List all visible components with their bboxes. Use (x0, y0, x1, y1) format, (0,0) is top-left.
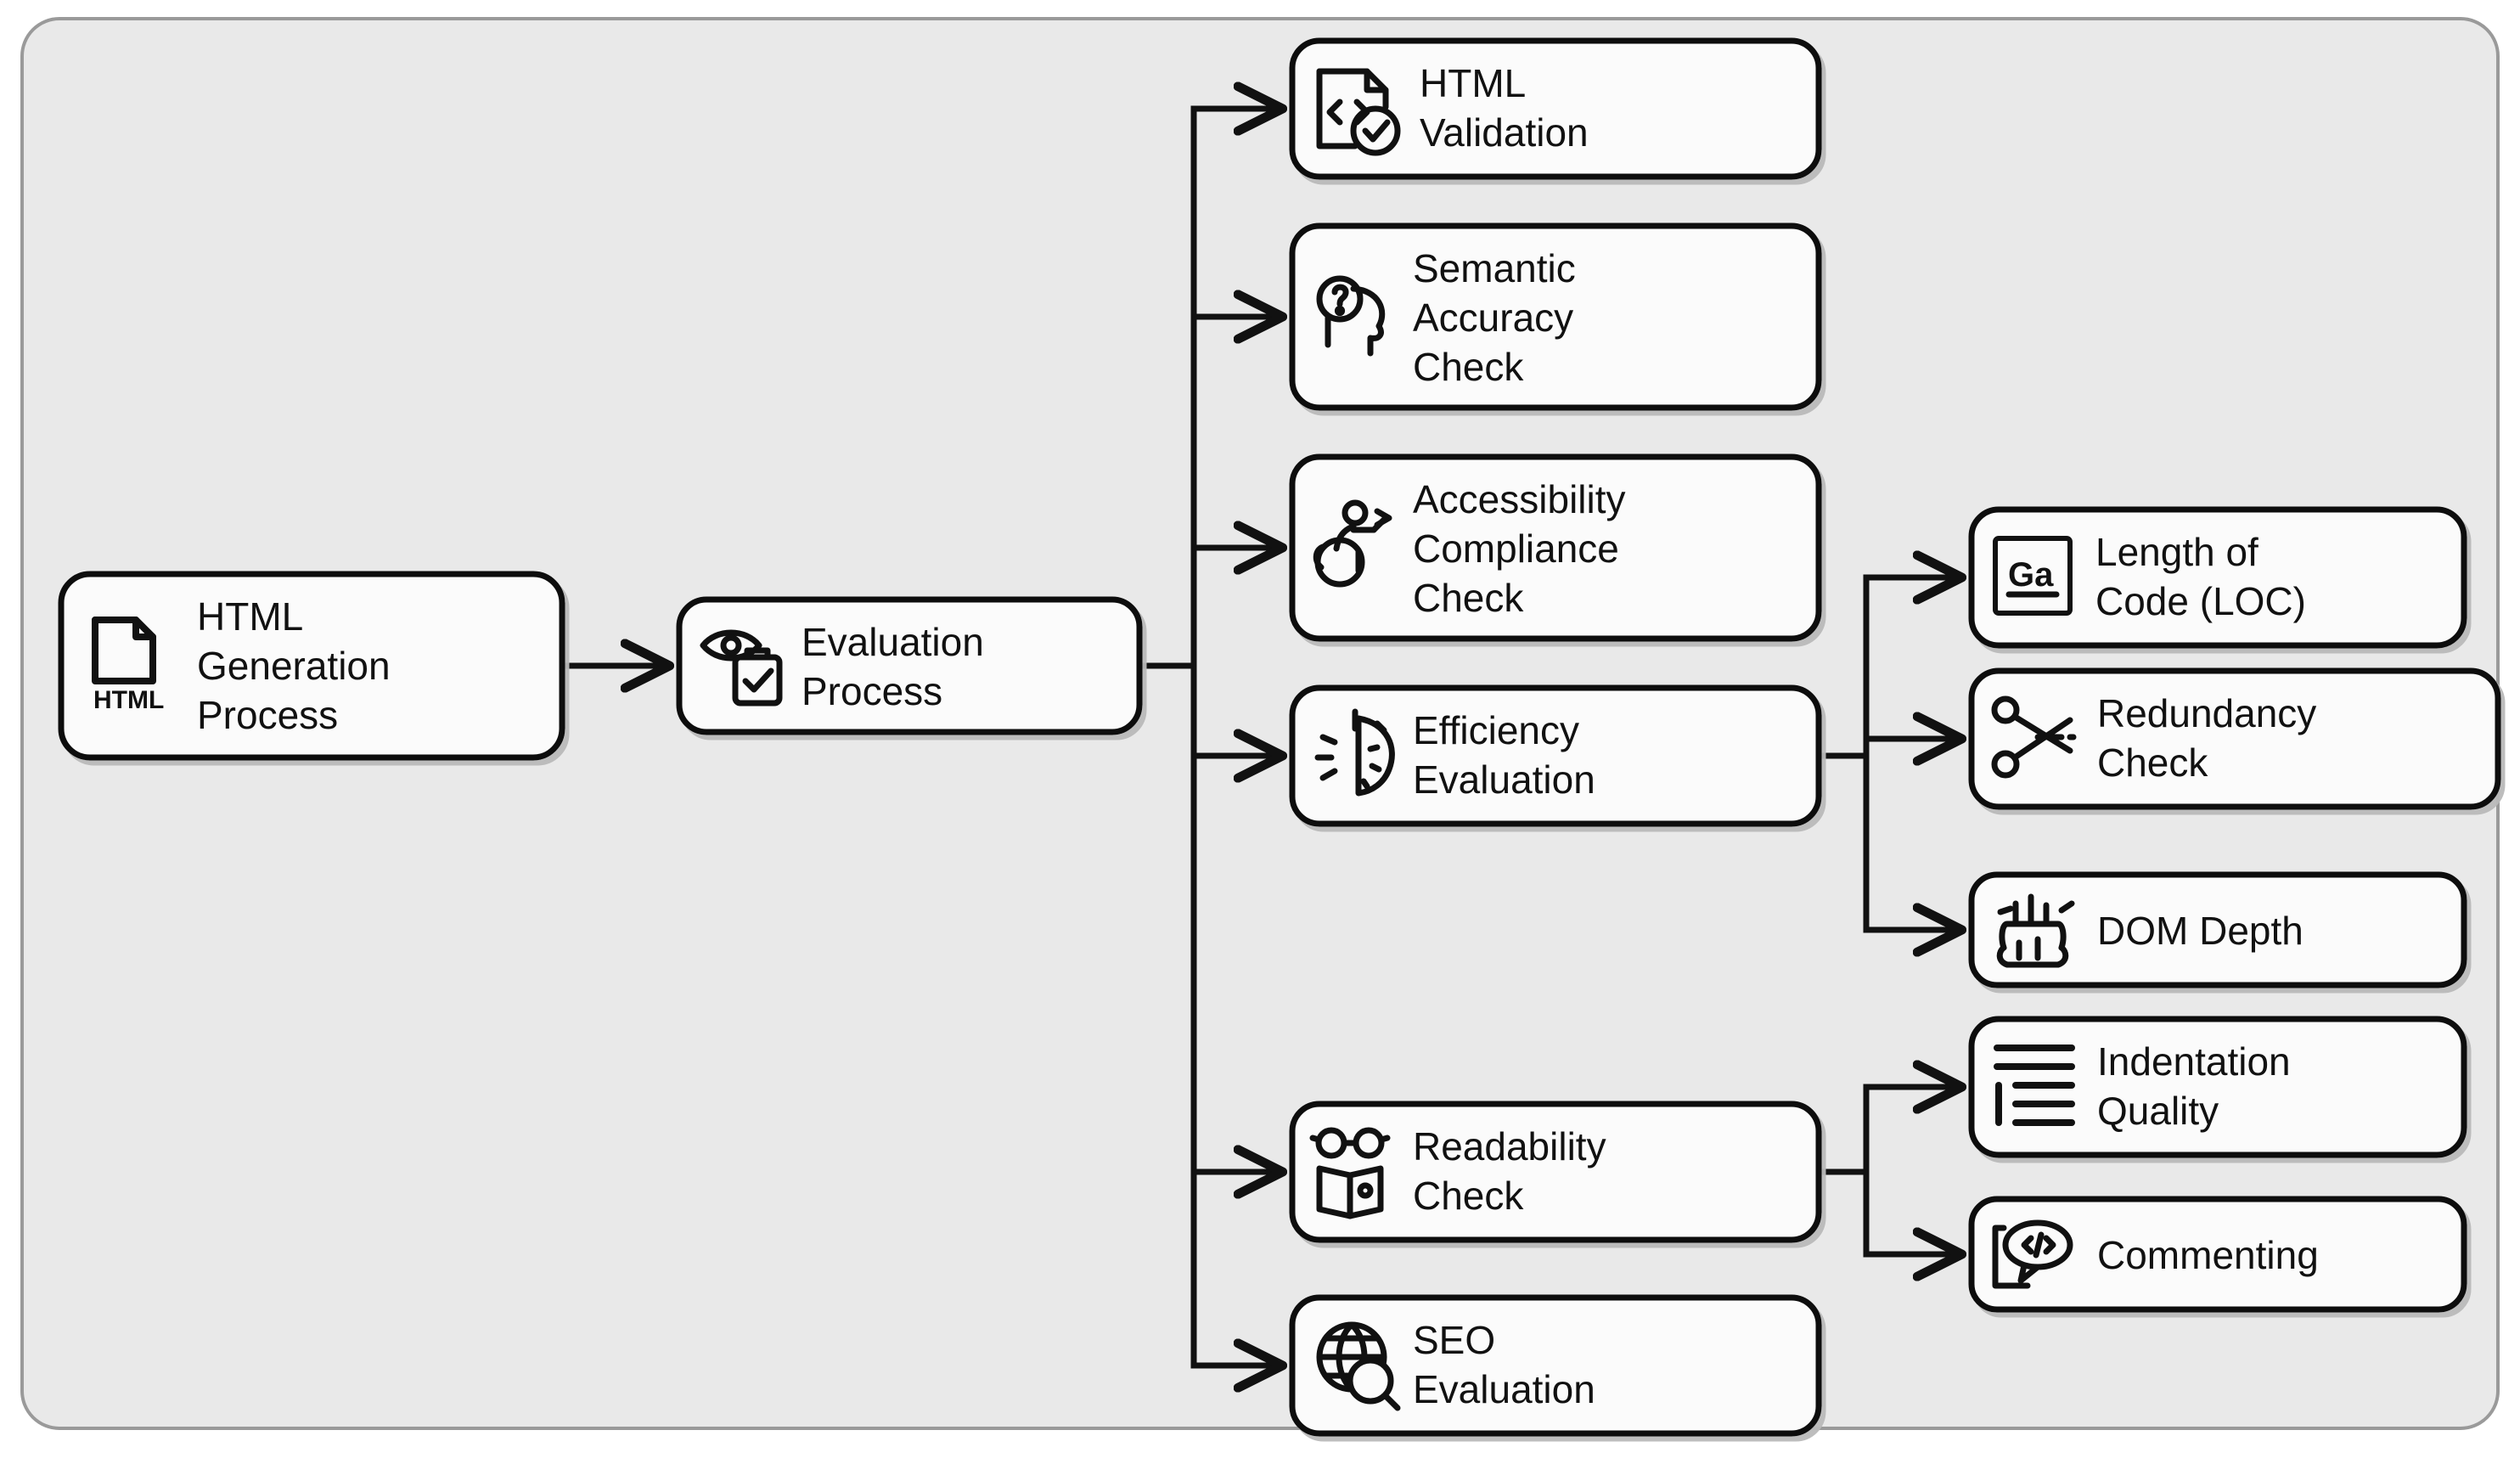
node-label: HTML Generation Process (197, 594, 401, 737)
comment-code-bubble-icon (1992, 1219, 2073, 1289)
node-box[interactable] (1289, 684, 1822, 827)
node-box[interactable] (1289, 222, 1822, 411)
node-indentation-quality[interactable]: Indentation Quality (1968, 1016, 2467, 1158)
node-box[interactable] (1289, 37, 1822, 180)
node-html-generation-process[interactable]: HTML HTML Generation Process (58, 571, 565, 761)
node-label: Readability Check (1413, 1124, 1617, 1218)
globe-search-icon (1316, 1321, 1401, 1411)
node-label: SEO Evaluation (1413, 1318, 1595, 1411)
node-box[interactable] (1968, 506, 2467, 649)
node-label: Evaluation Process (802, 620, 995, 713)
node-commenting[interactable]: Commenting (1968, 1196, 2467, 1313)
node-seo-evaluation[interactable]: SEO Evaluation (1289, 1294, 1822, 1437)
node-accessibility-compliance-check[interactable]: Accessibility Compliance Check (1289, 453, 1822, 642)
node-box[interactable] (1968, 667, 2501, 810)
node-efficiency-evaluation[interactable]: Efficiency Evaluation (1289, 684, 1822, 827)
node-redundancy-check[interactable]: Redundancy Check (1968, 667, 2501, 810)
svg-text:HTML: HTML (93, 686, 164, 714)
node-box[interactable] (1968, 871, 2467, 988)
node-box[interactable] (676, 596, 1143, 735)
node-label: Semantic Accuracy Check (1413, 246, 1587, 389)
svg-text:Ga: Ga (2008, 556, 2054, 594)
node-box[interactable] (1289, 1101, 1822, 1243)
node-label: Accessibility Compliance Check (1413, 477, 1636, 620)
tree-stump-icon (1996, 893, 2075, 968)
node-dom-depth[interactable]: DOM Depth (1968, 871, 2467, 988)
node-readability-check[interactable]: Readability Check (1289, 1101, 1822, 1243)
node-box[interactable] (58, 571, 565, 761)
eye-clipboard-check-icon (700, 629, 783, 707)
node-box[interactable] (1968, 1016, 2467, 1158)
node-box[interactable] (1968, 1196, 2467, 1313)
speed-gauge-icon (1314, 708, 1395, 797)
node-label: DOM Depth (2097, 909, 2303, 953)
node-box[interactable] (1289, 1294, 1822, 1437)
scissors-cut-icon (1991, 695, 2077, 779)
node-length-of-code-loc[interactable]: Ga Length of Code (LOC) (1968, 506, 2467, 649)
code-document-check-icon (1316, 68, 1401, 156)
node-label: Indentation Quality (2097, 1039, 2301, 1133)
node-label: Efficiency Evaluation (1413, 708, 1595, 802)
wheelchair-accessibility-icon (1313, 499, 1392, 588)
node-html-validation[interactable]: HTML Validation (1289, 37, 1822, 180)
node-label: HTML Validation (1420, 61, 1589, 155)
node-label: Commenting (2097, 1233, 2319, 1277)
node-label: Length of Code (LOC) (2095, 530, 2306, 623)
node-label: Redundancy Check (2097, 691, 2327, 785)
node-box[interactable] (1289, 453, 1822, 642)
ga-box-icon: Ga (1993, 536, 2073, 616)
node-evaluation-process[interactable]: Evaluation Process (676, 596, 1143, 735)
html-file-icon: HTML (92, 617, 164, 714)
glasses-book-icon (1309, 1127, 1391, 1219)
indent-lines-icon (1994, 1045, 2075, 1126)
head-question-icon (1316, 275, 1386, 357)
node-semantic-accuracy-check[interactable]: Semantic Accuracy Check (1289, 222, 1822, 411)
